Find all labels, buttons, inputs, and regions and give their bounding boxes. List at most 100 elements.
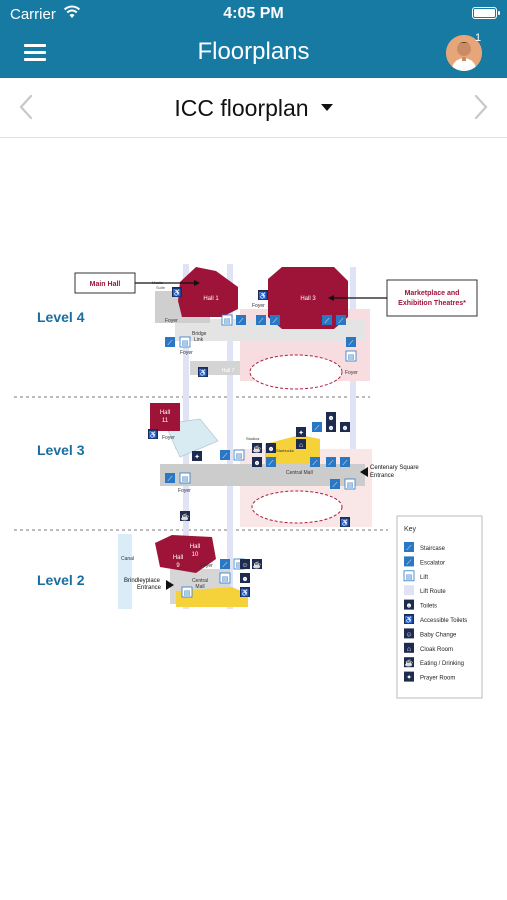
accessible-toilets-icon <box>198 367 208 377</box>
key-item-label: Toilets <box>420 604 437 610</box>
escalator-icon <box>256 315 266 325</box>
toilets-icon-glyph: ☻ <box>327 425 334 432</box>
prayer-room-icon <box>192 451 202 461</box>
escalator-icon <box>346 337 356 347</box>
floorplan-dropdown-label: ICC floorplan <box>174 95 309 121</box>
marketplace-callout <box>386 279 478 317</box>
prayer-room-icon-glyph: ✦ <box>298 429 304 437</box>
escalator-icon <box>330 479 340 489</box>
hall-outline <box>249 354 343 390</box>
eating-drinking-icon <box>404 657 414 668</box>
prayer-room-icon-glyph: ✦ <box>194 453 200 461</box>
hamburger-menu-button[interactable] <box>24 42 48 62</box>
canal-label: Canal <box>121 556 134 562</box>
central-mall-label: Central <box>192 578 208 584</box>
avatar[interactable] <box>446 35 482 71</box>
baby-change-icon <box>240 559 250 569</box>
accessible-toilets-icon-glyph: ♿ <box>259 291 268 300</box>
eating-drinking-icon-glyph: ☕ <box>181 512 190 521</box>
escalator-icon-glyph: ⟋ <box>273 317 278 325</box>
accessible-toilets-icon-glyph: ♿ <box>199 368 208 377</box>
canal-band <box>118 534 132 609</box>
lift-icon-glyph: ▤ <box>406 574 413 581</box>
central-mall-label: Central Mall <box>286 470 313 476</box>
hall-9-label: 9 <box>176 563 180 569</box>
staircase-icon-glyph: ⟋ <box>223 561 228 569</box>
main-hall-callout-label: Main Hall <box>90 281 121 288</box>
baby-change-icon-glyph: ☺ <box>241 562 248 569</box>
staircase-icon <box>220 450 230 460</box>
lift-icon <box>344 478 356 490</box>
floorplan-dropdown[interactable]: ICC floorplan <box>0 95 507 122</box>
notification-badge: 1 <box>475 32 482 44</box>
escalator-icon <box>310 457 320 467</box>
escalator-icon-glyph: ⟋ <box>407 558 412 566</box>
hall-11-label: Hall <box>160 410 170 416</box>
lift-icon-glyph: ▤ <box>236 562 243 569</box>
eating-drinking-icon <box>180 511 190 521</box>
level-4-plan: Hall 1 Hall 3 Hall 7 Foyer Foyer Foyer F… <box>37 267 478 390</box>
studios-label: Studios <box>246 436 259 441</box>
escalator-icon <box>270 315 280 325</box>
battery-icon <box>472 7 500 19</box>
arrow-head-icon <box>194 280 200 286</box>
key-item-label: Eating / Drinking <box>420 661 464 667</box>
hall-1-label: Hall 1 <box>203 296 219 302</box>
cloak-room-icon-glyph: ⌂ <box>407 646 411 653</box>
media-suite-label: Suite <box>156 285 166 290</box>
escalator-icon-glyph: ⟋ <box>269 459 274 467</box>
status-bar: Carrier 4:05 PM <box>0 0 507 28</box>
user-avatar-icon <box>446 35 482 71</box>
foyer-label: Foyer <box>252 303 265 309</box>
accessible-toilets-icon <box>404 614 414 624</box>
staircase-icon-glyph: ⟋ <box>329 459 334 467</box>
centenary-entrance-label: Entrance <box>370 473 395 479</box>
marketplace-callout-label: Exhibition Theatres* <box>398 300 466 307</box>
escalator-icon-glyph: ⟋ <box>333 481 338 489</box>
level-2-label: Level 2 <box>37 572 85 588</box>
wifi-icon <box>63 5 81 18</box>
lift-icon <box>219 572 231 584</box>
escalator-icon-glyph: ⟋ <box>349 339 354 347</box>
escalator-icon <box>336 315 346 325</box>
lift-route-icon <box>404 585 414 596</box>
accessible-toilets-icon-glyph: ♿ <box>241 588 250 597</box>
key-item-label: Baby Change <box>420 632 457 638</box>
arrow-head-icon <box>328 295 334 301</box>
nav-bar: Floorplans 1 <box>0 28 507 78</box>
chevron-right-icon[interactable] <box>465 92 495 122</box>
foyer-label: Foyer <box>178 488 191 494</box>
escalator-icon-glyph: ⟋ <box>239 317 244 325</box>
starbucks-label: Starbucks <box>276 448 294 453</box>
mall-yellow-area <box>176 587 248 607</box>
accessible-toilets-icon <box>258 290 268 300</box>
toilets-icon <box>266 443 276 453</box>
staircase-icon <box>404 542 414 552</box>
entrance-arrow-icon <box>360 467 368 477</box>
chevron-left-icon[interactable] <box>12 92 42 122</box>
key-item-label: Prayer Room <box>420 676 455 682</box>
bridge-link-label: Bridge <box>192 331 207 337</box>
level-4-label: Level 4 <box>37 309 85 325</box>
key-item-label: Lift <box>420 575 428 581</box>
toilets-icon <box>252 457 262 467</box>
brindleyplace-entrance-label: Entrance <box>137 585 162 591</box>
staircase-icon <box>326 457 336 467</box>
toilets-icon-glyph: ☻ <box>267 446 274 453</box>
staircase-icon-glyph: ⟋ <box>168 339 173 347</box>
toilets-icon <box>326 412 336 422</box>
cloak-room-icon <box>296 439 306 449</box>
lift-icon <box>181 586 193 598</box>
hall-outline <box>251 490 343 524</box>
hall-10-label: 10 <box>192 552 199 558</box>
lift-icon-glyph: ▤ <box>224 318 231 325</box>
prayer-room-icon <box>404 671 414 682</box>
baby-change-icon-glyph: ☺ <box>405 631 412 638</box>
escalator-icon-glyph: ⟋ <box>325 317 330 325</box>
floorplan-map[interactable]: Hall 1 Hall 3 Hall 7 Foyer Foyer Foyer F… <box>0 139 507 900</box>
lift-icon <box>221 314 233 326</box>
hall-3-shape <box>268 267 348 329</box>
staircase-icon <box>165 337 175 347</box>
hall-10-label: Hall <box>190 544 200 550</box>
